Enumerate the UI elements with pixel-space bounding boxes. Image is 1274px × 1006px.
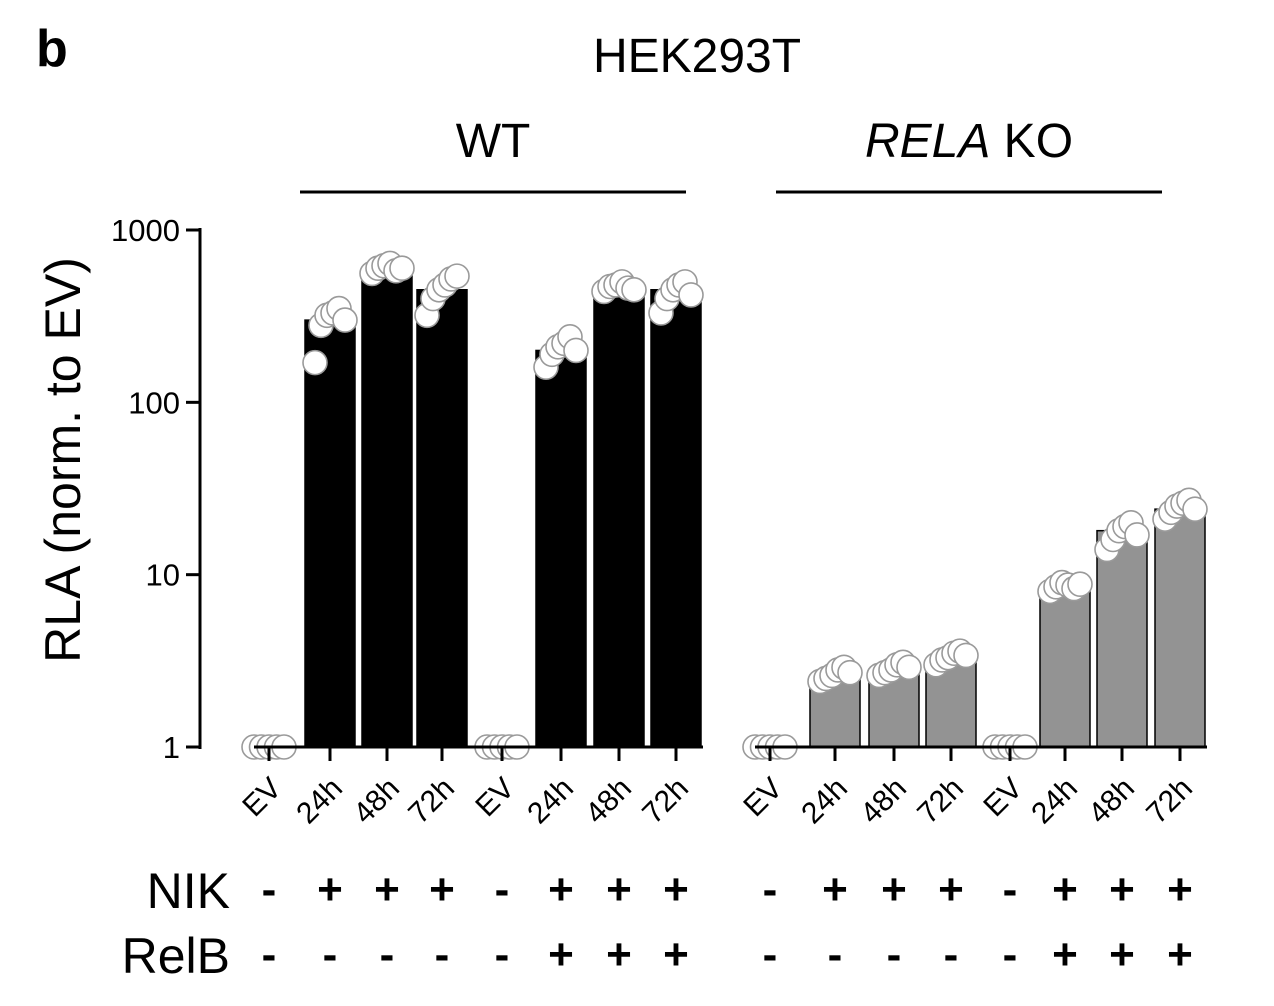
x-tick-label: 24h xyxy=(290,772,349,831)
y-axis-label: RLA (norm. to EV) xyxy=(35,257,91,663)
group-label: RELA KO xyxy=(865,115,1073,168)
condition-symbol: + xyxy=(1052,865,1078,914)
condition-symbol: + xyxy=(374,865,400,914)
x-tick-label: 72h xyxy=(402,772,461,831)
data-points xyxy=(241,250,1208,760)
x-tick-label: EV xyxy=(737,772,789,824)
condition-symbol: + xyxy=(663,865,689,914)
bar xyxy=(1039,586,1091,748)
condition-symbol: - xyxy=(828,930,843,979)
condition-symbol: - xyxy=(763,930,778,979)
panel-label: b xyxy=(36,20,68,78)
condition-symbol: + xyxy=(1109,865,1135,914)
condition-symbol: + xyxy=(548,865,574,914)
group-label-part: KO xyxy=(990,115,1073,168)
y-axis: 1 10 100 1000 xyxy=(111,213,202,765)
bar xyxy=(650,289,702,748)
data-point xyxy=(389,255,415,282)
bar xyxy=(1154,508,1206,748)
condition-symbol: - xyxy=(887,930,902,979)
condition-symbol: - xyxy=(495,865,510,914)
bar xyxy=(304,319,356,748)
group-label: WT xyxy=(456,115,531,168)
condition-symbol: + xyxy=(1109,930,1135,979)
condition-symbol: - xyxy=(435,930,450,979)
data-point xyxy=(563,337,589,364)
data-point xyxy=(1182,496,1208,522)
data-point xyxy=(1124,522,1150,548)
bar xyxy=(535,349,587,748)
condition-symbol: + xyxy=(881,865,907,914)
condition-symbol: + xyxy=(663,930,689,979)
condition-symbol: + xyxy=(606,865,632,914)
condition-symbol: - xyxy=(323,930,338,979)
condition-symbol: - xyxy=(1003,930,1018,979)
x-tick-label: 24h xyxy=(521,772,580,831)
bar xyxy=(1096,529,1148,748)
condition-row-label: RelB xyxy=(122,928,230,984)
condition-symbol: + xyxy=(606,930,632,979)
condition-table: NIK-+++-+++-+++-+++RelB-----+++-----+++ xyxy=(122,863,1193,984)
x-tick-label: EV xyxy=(236,772,288,824)
condition-symbol: - xyxy=(944,930,959,979)
bars xyxy=(304,267,1206,748)
condition-symbol: - xyxy=(262,930,277,979)
condition-symbol: + xyxy=(1167,865,1193,914)
condition-symbol: + xyxy=(822,865,848,914)
x-tick-label: 24h xyxy=(795,772,854,831)
data-point xyxy=(896,654,922,681)
condition-symbol: + xyxy=(1052,930,1078,979)
condition-symbol: + xyxy=(429,865,455,914)
x-tick-label: 72h xyxy=(1140,772,1199,831)
condition-symbol: + xyxy=(1167,930,1193,979)
condition-symbol: + xyxy=(317,865,343,914)
y-tick-label: 100 xyxy=(128,385,180,420)
x-tick-label: 72h xyxy=(636,772,695,831)
x-tick-label: 48h xyxy=(579,772,638,831)
x-tick-label: 24h xyxy=(1025,772,1084,831)
group-headers: WT RELA KO xyxy=(300,115,1162,194)
condition-symbol: - xyxy=(1003,865,1018,914)
chart-title: HEK293T xyxy=(593,30,801,83)
data-point xyxy=(302,349,328,376)
condition-row-label: NIK xyxy=(147,863,230,919)
group-label-part: WT xyxy=(456,115,531,168)
data-point xyxy=(837,659,863,686)
y-tick-label: 1000 xyxy=(111,213,180,248)
condition-symbol: - xyxy=(262,865,277,914)
data-point xyxy=(444,263,470,289)
x-tick-label: 48h xyxy=(854,772,913,831)
data-point xyxy=(332,307,358,333)
condition-symbol: + xyxy=(548,930,574,979)
y-tick-label: 10 xyxy=(146,558,180,593)
condition-symbol: + xyxy=(938,865,964,914)
data-point xyxy=(621,276,647,303)
condition-symbol: - xyxy=(763,865,778,914)
group-label-part: RELA xyxy=(865,115,990,168)
x-tick-label: 48h xyxy=(347,772,406,831)
bar xyxy=(593,285,645,748)
x-tick-label: 48h xyxy=(1082,772,1141,831)
x-tick-label: EV xyxy=(977,772,1029,824)
data-point xyxy=(1067,571,1093,598)
data-point xyxy=(953,642,979,669)
x-tick-label: EV xyxy=(469,772,521,824)
bar xyxy=(361,267,413,748)
bar xyxy=(416,289,468,748)
x-tick-label: 72h xyxy=(911,772,970,831)
y-tick-label: 1 xyxy=(163,730,180,765)
condition-symbol: - xyxy=(380,930,395,979)
condition-symbol: - xyxy=(495,930,510,979)
data-point xyxy=(678,282,704,308)
